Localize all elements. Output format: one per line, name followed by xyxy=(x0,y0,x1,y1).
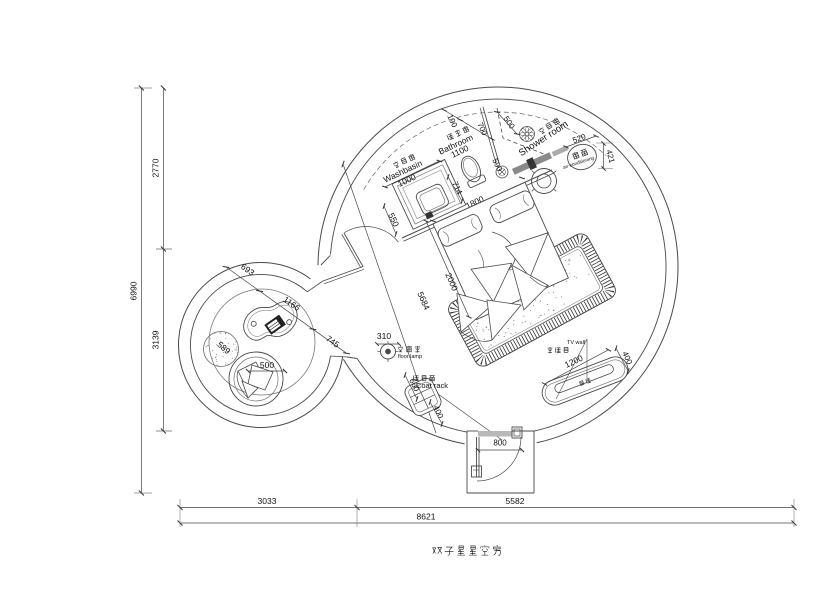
svg-text:2: 2 xyxy=(428,213,432,219)
svg-text:2770: 2770 xyxy=(151,158,161,177)
svg-text:8621: 8621 xyxy=(417,512,436,522)
svg-text:3139: 3139 xyxy=(151,330,161,349)
svg-text:5582: 5582 xyxy=(506,496,525,506)
svg-text:310: 310 xyxy=(377,331,391,341)
svg-text:floor lamp: floor lamp xyxy=(398,354,422,360)
svg-text:800: 800 xyxy=(493,439,507,448)
svg-text:421: 421 xyxy=(604,149,616,165)
svg-text:520: 520 xyxy=(571,132,587,145)
svg-text:Coat rack: Coat rack xyxy=(416,381,448,390)
svg-text:500: 500 xyxy=(260,360,274,370)
svg-text:3033: 3033 xyxy=(258,496,277,506)
svg-text:TV wall: TV wall xyxy=(567,340,585,346)
svg-text:6990: 6990 xyxy=(129,281,139,300)
